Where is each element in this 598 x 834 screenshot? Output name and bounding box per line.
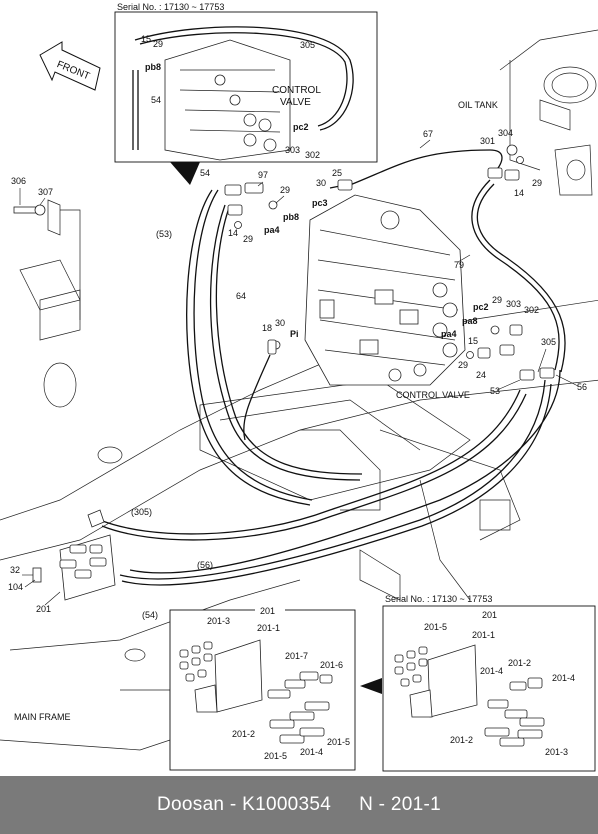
footer-brand: Doosan — [157, 794, 225, 815]
part-callout: 305 — [300, 40, 315, 50]
part-callout: 307 — [38, 187, 53, 197]
detail-box-right: Serial No. : 17130 ~ 17753 201 201-5 201… — [382, 594, 596, 772]
part-callout: 54 — [151, 95, 161, 105]
part-callout: 14 — [514, 188, 524, 198]
part-callout: pc2 — [473, 302, 489, 312]
inset-top-box: Serial No. : 17130 ~ 17753 CONTROL VALVE… — [114, 2, 378, 185]
part-callout: 29 — [243, 234, 253, 244]
part-callout: 201-7 — [285, 651, 308, 661]
detail-right-serial: Serial No. : 17130 ~ 17753 — [385, 594, 492, 604]
part-callout: 29 — [532, 178, 542, 188]
part-callout: pb8 — [283, 212, 299, 222]
part-callout: 304 — [498, 128, 513, 138]
detail-mid-fittings — [267, 671, 333, 744]
part-callout: 303 — [285, 145, 300, 155]
part-callout: 201-5 — [424, 622, 447, 632]
detail-mid-title: 201 — [260, 606, 275, 616]
part-callout: 53 — [490, 386, 500, 396]
part-callout: 30 — [316, 178, 326, 188]
part-callout: 32 — [10, 565, 20, 575]
part-callout: 97 — [258, 170, 268, 180]
front-arrow: FRONT — [39, 41, 101, 91]
part-callout: pa4 — [264, 225, 280, 235]
part-callout: pc2 — [293, 122, 309, 132]
part-callout: pa4 — [441, 329, 457, 339]
part-callout: (56) — [197, 560, 213, 570]
manifold-201 — [32, 509, 116, 601]
control-valve-label: CONTROL VALVE — [396, 390, 470, 400]
detail-mid-caps — [179, 641, 213, 682]
part-callout: 201-1 — [257, 623, 280, 633]
part-callout: 302 — [524, 305, 539, 315]
part-callout: 54 — [200, 168, 210, 178]
part-callout: 79 — [454, 260, 464, 270]
part-callout: 201-4 — [480, 666, 503, 676]
part-callout: 201-2 — [450, 735, 473, 745]
part-callout: 29 — [458, 360, 468, 370]
part-callout: 15 — [468, 336, 478, 346]
inset-serial: Serial No. : 17130 ~ 17753 — [117, 2, 224, 12]
part-callout: 201-5 — [327, 737, 350, 747]
part-callout: 67 — [423, 129, 433, 139]
part-callout: (305) — [131, 507, 152, 517]
part-callout: 201-4 — [552, 673, 575, 683]
detail-pointer — [360, 678, 382, 694]
hose-routing — [99, 149, 566, 586]
part-callout: 29 — [280, 185, 290, 195]
part-callout: 29 — [492, 295, 502, 305]
part-callout: 14 — [228, 228, 238, 238]
part-callout: 25 — [332, 168, 342, 178]
part-callout: pb8 — [145, 62, 161, 72]
part-callout: 301 — [480, 136, 495, 146]
part-callout: 64 — [236, 291, 246, 301]
footer-part-no: K1000354 — [242, 794, 332, 815]
part-callout: 104 — [8, 582, 23, 592]
part-callout: 201-2 — [232, 729, 255, 739]
part-callout: 201-2 — [508, 658, 531, 668]
part-callout: 201-1 — [472, 630, 495, 640]
detail-box-middle: 201 201-3 201-1 201-7 201-6 201-2 201-5 … — [169, 605, 356, 771]
inset-valve-line2: VALVE — [280, 97, 311, 108]
part-callout: 201-4 — [300, 747, 323, 757]
part-callout: 303 — [506, 299, 521, 309]
part-callout: 201-5 — [264, 751, 287, 761]
part-callout: 15 — [141, 34, 151, 44]
main-frame-label: MAIN FRAME — [14, 712, 71, 722]
control-valve-assembly: CONTROL VALVE — [304, 194, 470, 400]
part-callout: Pi — [290, 329, 299, 339]
inset-pointer — [170, 162, 200, 185]
part-callout: 201-3 — [207, 616, 230, 626]
footer-bar: Doosan - K1000354 N - 201-1 — [0, 776, 598, 834]
fittings — [13, 144, 555, 381]
part-callout: 56 — [577, 382, 587, 392]
part-callout: 29 — [153, 39, 163, 49]
part-callout: 306 — [11, 176, 26, 186]
callouts: 306 307 54 97 29 pb8 30 25 pc3 67 304 30… — [8, 128, 587, 620]
part-callout: 18 — [262, 323, 272, 333]
part-callout: (54) — [142, 610, 158, 620]
footer-page: N - 201-1 — [359, 794, 441, 815]
part-callout: 201-3 — [545, 747, 568, 757]
detail-right-caps — [394, 646, 428, 687]
inset-valve-line1: CONTROL — [272, 85, 321, 96]
part-callout: pc3 — [312, 198, 328, 208]
part-callout: (53) — [156, 229, 172, 239]
part-callout: 24 — [476, 370, 486, 380]
part-callout: 201-6 — [320, 660, 343, 670]
part-callout: pa8 — [462, 316, 478, 326]
part-callout: 305 — [541, 337, 556, 347]
oil-tank-label: OIL TANK — [458, 100, 498, 110]
footer-caption: Doosan - K1000354 N - 201-1 — [157, 794, 441, 815]
detail-right-title: 201 — [482, 610, 497, 620]
leader-lines — [19, 139, 579, 606]
part-callout: 30 — [275, 318, 285, 328]
part-callout: 201 — [36, 604, 51, 614]
detail-right-fittings — [484, 677, 545, 747]
part-callout: 302 — [305, 150, 320, 160]
